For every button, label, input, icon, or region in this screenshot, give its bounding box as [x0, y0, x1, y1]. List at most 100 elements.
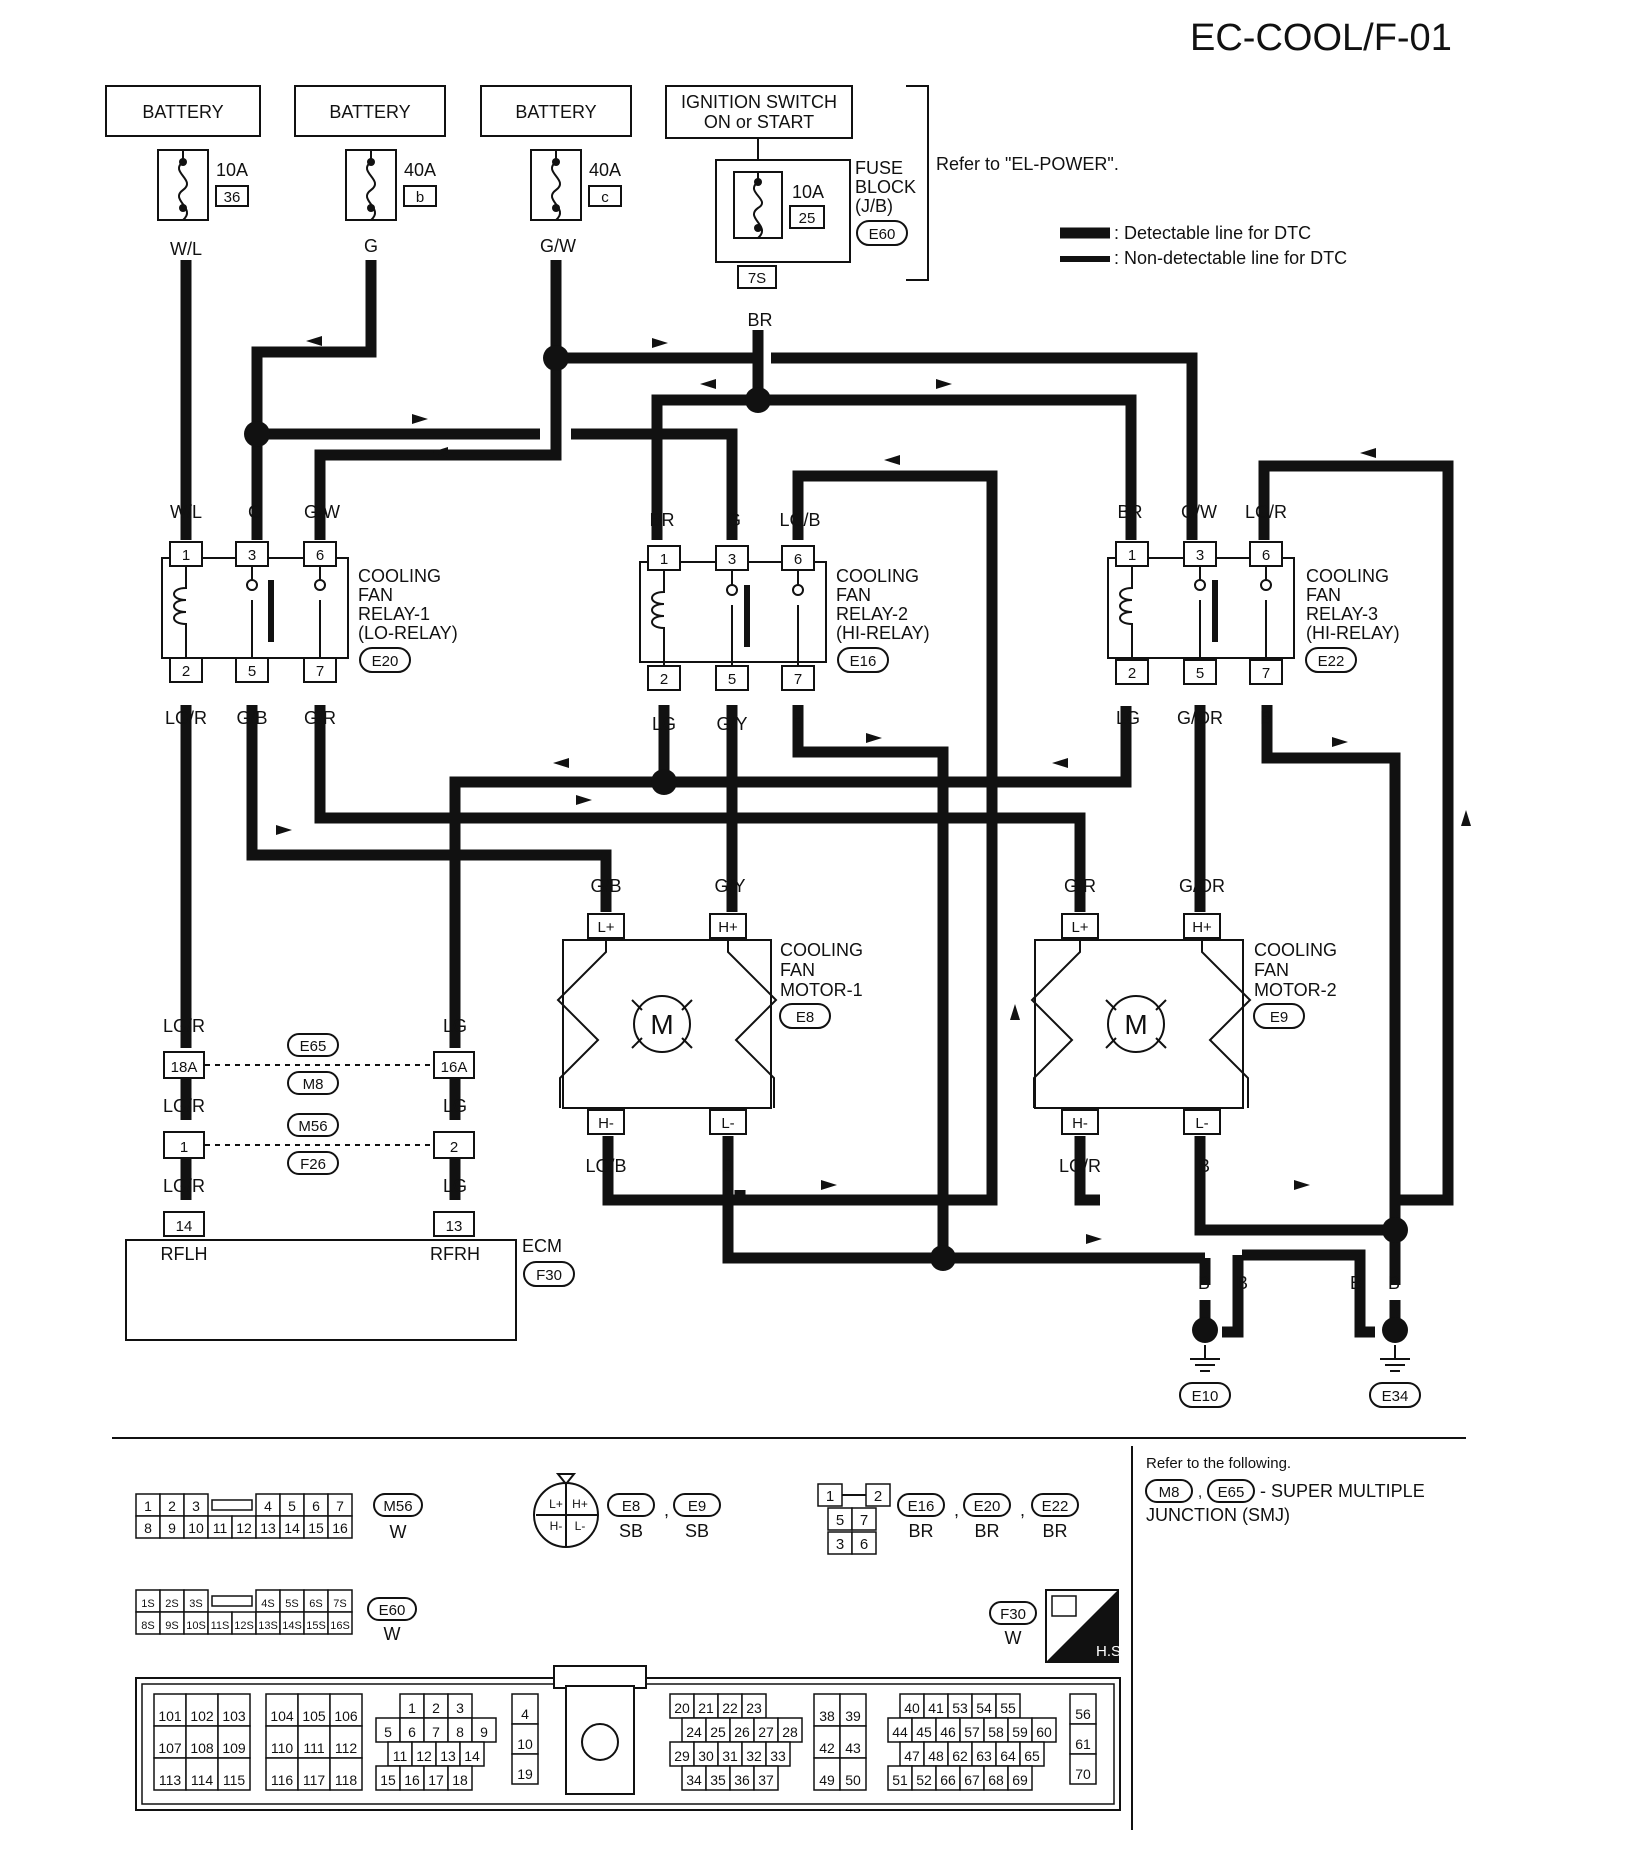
- grounds: B B B B E10 E34: [1179, 1273, 1421, 1408]
- svg-text:G/W: G/W: [540, 236, 576, 256]
- svg-text:G: G: [364, 236, 378, 256]
- connector-pin-label: 43: [845, 1740, 861, 1756]
- svg-text:JUNCTION (SMJ): JUNCTION (SMJ): [1146, 1505, 1290, 1525]
- svg-text:10A: 10A: [792, 182, 824, 202]
- svg-text:E34: E34: [1382, 1388, 1409, 1405]
- connector-pin-label: 16S: [330, 1620, 350, 1632]
- svg-text:BR: BR: [1117, 502, 1142, 522]
- svg-text:,: ,: [664, 1500, 669, 1520]
- connector-pin: [329, 1757, 363, 1791]
- svg-text:13: 13: [446, 1218, 463, 1235]
- connector-pin-label: 20: [674, 1700, 690, 1716]
- svg-text:FAN: FAN: [780, 960, 815, 980]
- svg-text:(HI-RELAY): (HI-RELAY): [836, 623, 930, 643]
- connector-pin-label: 8S: [141, 1620, 154, 1632]
- connector-pin: [983, 1765, 1009, 1791]
- connector-pin-label: 70: [1075, 1766, 1091, 1782]
- svg-text:LG: LG: [652, 714, 676, 734]
- connector-pin-label: 47: [904, 1748, 920, 1764]
- svg-text:1: 1: [826, 1488, 834, 1505]
- svg-text:LG/B: LG/B: [585, 1156, 626, 1176]
- svg-text:G/B: G/B: [590, 876, 621, 896]
- connector-pin-label: 8: [456, 1724, 464, 1740]
- connector-pin: [705, 1765, 731, 1791]
- connector-pin: [669, 1741, 695, 1767]
- connector-pin-label: 19: [517, 1766, 533, 1782]
- connector-pin-label: 11: [213, 1520, 228, 1536]
- refer-smj: Refer to the following. M8 , E65 - SUPER…: [1145, 1455, 1425, 1525]
- connector-pin-label: 109: [222, 1740, 246, 1756]
- connector-pin-label: 50: [845, 1772, 861, 1788]
- svg-text:40A: 40A: [589, 160, 621, 180]
- svg-text:L+: L+: [597, 919, 614, 936]
- svg-text:LG: LG: [1116, 708, 1140, 728]
- svg-text:L+: L+: [1071, 919, 1088, 936]
- svg-text:RELAY-3: RELAY-3: [1306, 604, 1378, 624]
- cooling-fan-motor-2: G/R G/OR L+ H+ H- L- M COOLING FAN MOTOR…: [1030, 876, 1337, 1176]
- connector-pin-label: 68: [988, 1772, 1004, 1788]
- svg-text:BATTERY: BATTERY: [142, 102, 223, 122]
- connector-pin-label: 29: [674, 1748, 690, 1764]
- connector-pin-label: 5: [384, 1724, 392, 1740]
- connector-pin-label: 40: [904, 1700, 920, 1716]
- legend: : Detectable line for DTC : Non-detectab…: [1060, 223, 1347, 268]
- svg-text:,: ,: [1020, 1500, 1025, 1520]
- connector-pin-label: 9S: [165, 1620, 178, 1632]
- connector-pin: [447, 1765, 473, 1791]
- svg-text:B: B: [1350, 1273, 1362, 1293]
- svg-text:RELAY-2: RELAY-2: [836, 604, 908, 624]
- connector-pin-label: 60: [1036, 1724, 1052, 1740]
- connector-pin-label: 104: [270, 1708, 294, 1724]
- svg-text:B: B: [792, 714, 804, 734]
- connector-pin-label: 37: [758, 1772, 774, 1788]
- connector-pin-label: 3: [192, 1498, 200, 1514]
- connector-pin-label: 2: [432, 1700, 440, 1716]
- svg-text:6: 6: [316, 547, 324, 564]
- connector-pin-label: 30: [698, 1748, 714, 1764]
- connector-pin-label: 11: [393, 1748, 408, 1764]
- connector-pin-label: 57: [964, 1724, 980, 1740]
- connector-pin-label: 38: [819, 1708, 835, 1724]
- connector-pin-label: 44: [892, 1724, 908, 1740]
- svg-text:LG/R: LG/R: [1059, 1156, 1101, 1176]
- svg-text:E10: E10: [1192, 1388, 1219, 1405]
- cooling-fan-relay-2: 1 3 6 2 5 7 COOLING FAN RELAY-2 (HI-RELA…: [639, 510, 930, 734]
- direction-arrows: [276, 336, 1471, 1244]
- connector-pin-label: 13: [260, 1520, 276, 1536]
- svg-text:FAN: FAN: [358, 585, 393, 605]
- connector-pin-label: 115: [223, 1772, 246, 1788]
- connector-pin: [265, 1757, 299, 1791]
- svg-text:14: 14: [176, 1218, 193, 1235]
- svg-text:6: 6: [860, 1536, 868, 1553]
- svg-text:E20: E20: [372, 653, 399, 670]
- connector-pin: [217, 1693, 251, 1727]
- connector-pin-label: 6: [312, 1498, 320, 1514]
- svg-text:25: 25: [799, 210, 816, 227]
- svg-text:E9: E9: [1270, 1009, 1288, 1026]
- svg-text:5: 5: [248, 663, 256, 680]
- connector-pin-label: 12S: [234, 1620, 254, 1632]
- connector-pin-label: 36: [734, 1772, 750, 1788]
- connector-pin-label: 64: [1000, 1748, 1016, 1764]
- svg-text:M56: M56: [298, 1118, 327, 1135]
- connector-pin-label: 2S: [165, 1598, 178, 1610]
- svg-text:COOLING: COOLING: [1306, 566, 1389, 586]
- svg-text:F26: F26: [300, 1156, 326, 1173]
- connector-relay: 1 2 5 7 3 6 E16 BR , E20 BR , E22 BR: [817, 1483, 1079, 1555]
- svg-text:(HI-RELAY): (HI-RELAY): [1306, 623, 1400, 643]
- svg-text:7S: 7S: [748, 270, 766, 287]
- connector-pin-label: 118: [335, 1772, 358, 1788]
- svg-text:LG/R: LG/R: [165, 708, 207, 728]
- svg-text:M8: M8: [1159, 1484, 1180, 1501]
- svg-text:H-: H-: [598, 1115, 614, 1132]
- svg-text:MOTOR-1: MOTOR-1: [780, 980, 863, 1000]
- svg-text:10A: 10A: [216, 160, 248, 180]
- connector-pin: [327, 1611, 353, 1635]
- connector-pin-label: 4: [521, 1706, 529, 1722]
- connector-icon: [1051, 1595, 1077, 1617]
- connector-pin: [1069, 1693, 1097, 1725]
- svg-text:G/Y: G/Y: [716, 714, 747, 734]
